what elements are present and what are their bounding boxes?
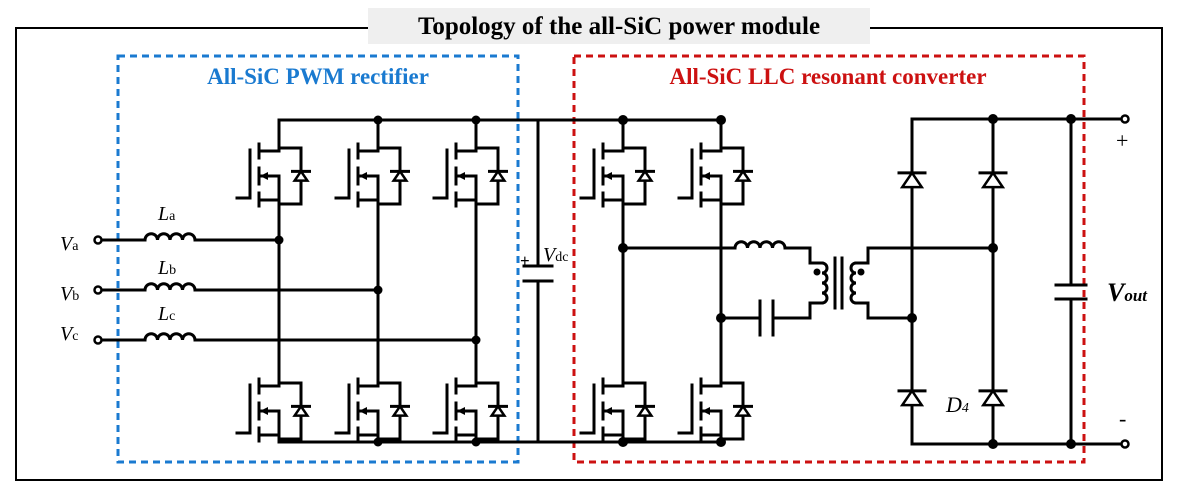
mosfet-llc-lower-right (677, 377, 753, 443)
label-vdc: Vdc (543, 244, 568, 266)
label-vout: Vout (1107, 278, 1148, 307)
llc-section-box (572, 54, 1086, 464)
label-output-minus: - (1119, 406, 1126, 431)
diode-d1 (897, 170, 927, 189)
rectifier-wiring (93, 115, 554, 447)
llc-section-label: All-SiC LLC resonant converter (669, 64, 986, 89)
label-d4: D4 (945, 392, 969, 417)
diode-d2 (897, 388, 927, 407)
module-frame (15, 27, 1163, 481)
title-background (368, 8, 870, 44)
diode-d4 (978, 388, 1008, 407)
label-vb: Vb (60, 283, 79, 305)
mosfet-rect-upper-b (334, 142, 410, 208)
label-va: Va (60, 233, 79, 255)
label-output-plus: + (1116, 128, 1128, 153)
mosfet-rect-lower-c (432, 377, 508, 443)
label-lb: Lb (157, 257, 176, 279)
transformer-secondary-winding (849, 261, 858, 305)
inductor-lb (143, 282, 197, 292)
label-vdc-plus: + (520, 251, 530, 270)
inductor-resonant (733, 240, 787, 250)
diode-d3 (978, 170, 1008, 189)
output-terminal-negative (1120, 439, 1130, 449)
mosfet-rect-upper-a (235, 142, 311, 208)
mosfet-llc-upper-left (579, 142, 655, 208)
output-terminal-positive (1120, 114, 1130, 124)
label-la: La (157, 203, 176, 225)
mosfet-llc-upper-right (677, 142, 753, 208)
rectifier-section-label: All-SiC PWM rectifier (207, 64, 429, 89)
mosfet-rect-lower-a (235, 377, 311, 443)
llc-wiring (536, 114, 1130, 449)
label-vc: Vc (60, 323, 78, 345)
inductor-la (143, 232, 197, 242)
transformer-primary-winding (820, 261, 829, 305)
inductor-lc (143, 332, 197, 342)
diagram-title: Topology of the all-SiC power module (418, 13, 820, 40)
label-lc: Lc (157, 303, 175, 325)
mosfet-rect-lower-b (334, 377, 410, 443)
mosfet-rect-upper-c (432, 142, 508, 208)
rectifier-section-box (116, 54, 520, 464)
mosfet-llc-lower-left (579, 377, 655, 443)
